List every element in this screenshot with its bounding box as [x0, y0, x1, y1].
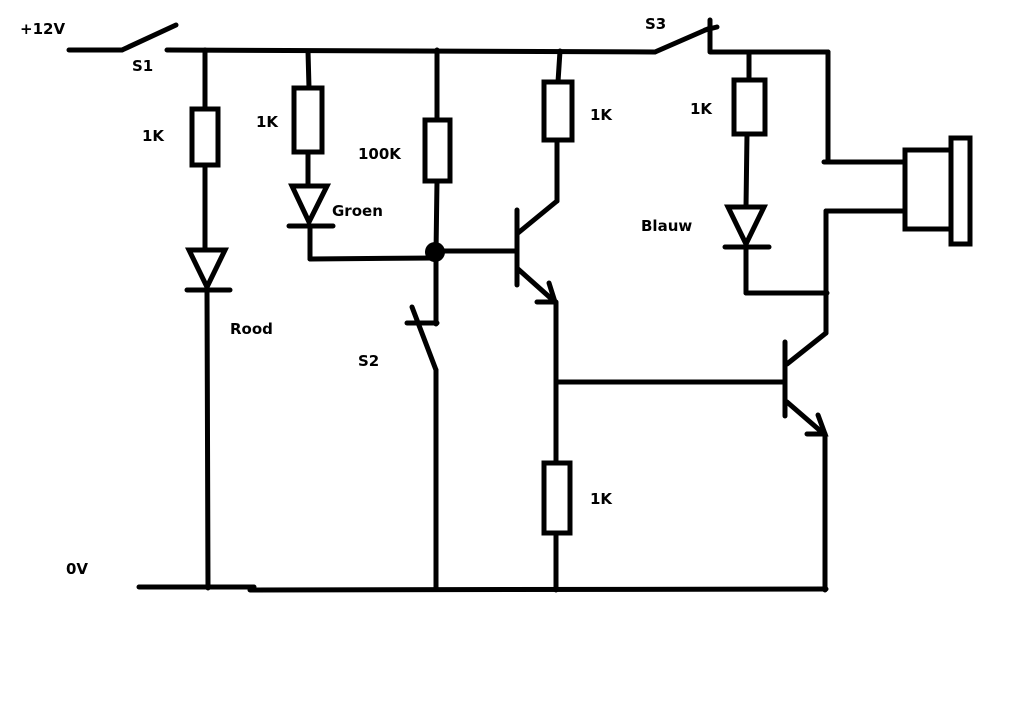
led-rood: [185, 247, 229, 293]
resistor-r6-label: 1K: [590, 490, 613, 508]
ground-label: 0V: [66, 560, 88, 578]
led-blauw-label: Blauw: [641, 217, 692, 235]
branch-blauw: [707, 49, 831, 296]
ground-rail: [136, 584, 829, 593]
branch-r6: [541, 460, 573, 593]
resistor-r2-label: 1K: [256, 113, 279, 131]
switch-s3: [652, 17, 720, 55]
resistor-r1: [189, 106, 221, 168]
buzzer: [821, 49, 973, 247]
resistor-r1-label: 1K: [142, 127, 165, 145]
supply-rail: [66, 47, 658, 55]
led-blauw: [724, 204, 768, 250]
led-groen-label: Groen: [332, 202, 383, 220]
transistor-q1: [514, 48, 786, 466]
supply-label: +12V: [20, 20, 65, 38]
switch-s3-label: S3: [645, 15, 666, 33]
switch-s1-label: S1: [132, 57, 153, 75]
buzzer-body: [902, 147, 954, 232]
transistor-q2: [782, 208, 829, 593]
resistor-r6: [541, 460, 573, 536]
branch-rood: [184, 47, 233, 591]
resistor-r3: [422, 117, 453, 184]
buzzer-cap: [948, 135, 973, 247]
switch-s2-label: S2: [358, 352, 379, 370]
resistor-r4-label: 1K: [590, 106, 613, 124]
led-rood-label: Rood: [230, 320, 273, 338]
switch-s1: [119, 22, 179, 53]
resistor-r5: [731, 77, 768, 137]
led-groen: [288, 183, 332, 228]
branch-100k: [404, 47, 518, 591]
resistor-r2: [291, 85, 325, 155]
resistor-r5-label: 1K: [690, 100, 713, 118]
resistor-r4: [541, 79, 575, 143]
resistor-r3-label: 100K: [358, 145, 402, 163]
branch-groen: [286, 48, 438, 262]
